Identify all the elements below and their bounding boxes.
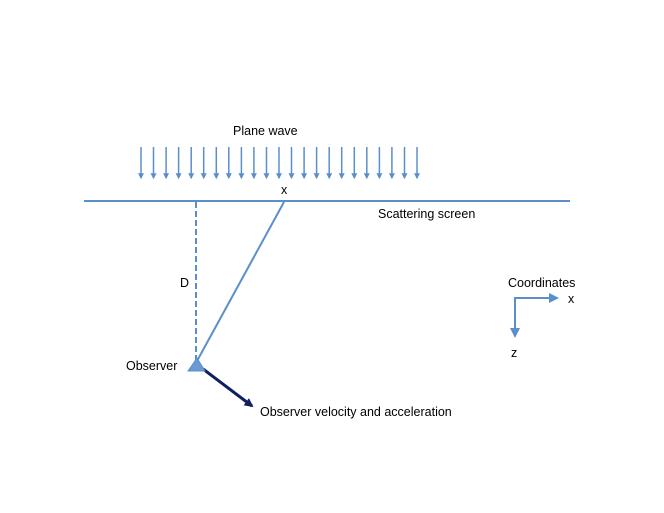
scattering-screen-label: Scattering screen <box>378 207 475 221</box>
coordinates-label: Coordinates <box>508 276 575 290</box>
observer-velocity-arrow <box>202 367 254 408</box>
distance-label: D <box>180 276 189 290</box>
plane-wave-arrows <box>138 147 420 180</box>
observer-label: Observer <box>126 359 177 373</box>
coordinate-z-label: z <box>511 346 517 360</box>
observer-marker <box>187 357 206 372</box>
velocity-label: Observer velocity and acceleration <box>260 405 452 419</box>
ray-to-screen-point <box>196 201 285 362</box>
coordinate-x-label: x <box>568 292 575 306</box>
plane-wave-label: Plane wave <box>233 124 298 138</box>
screen-point-x-label: x <box>281 183 288 197</box>
